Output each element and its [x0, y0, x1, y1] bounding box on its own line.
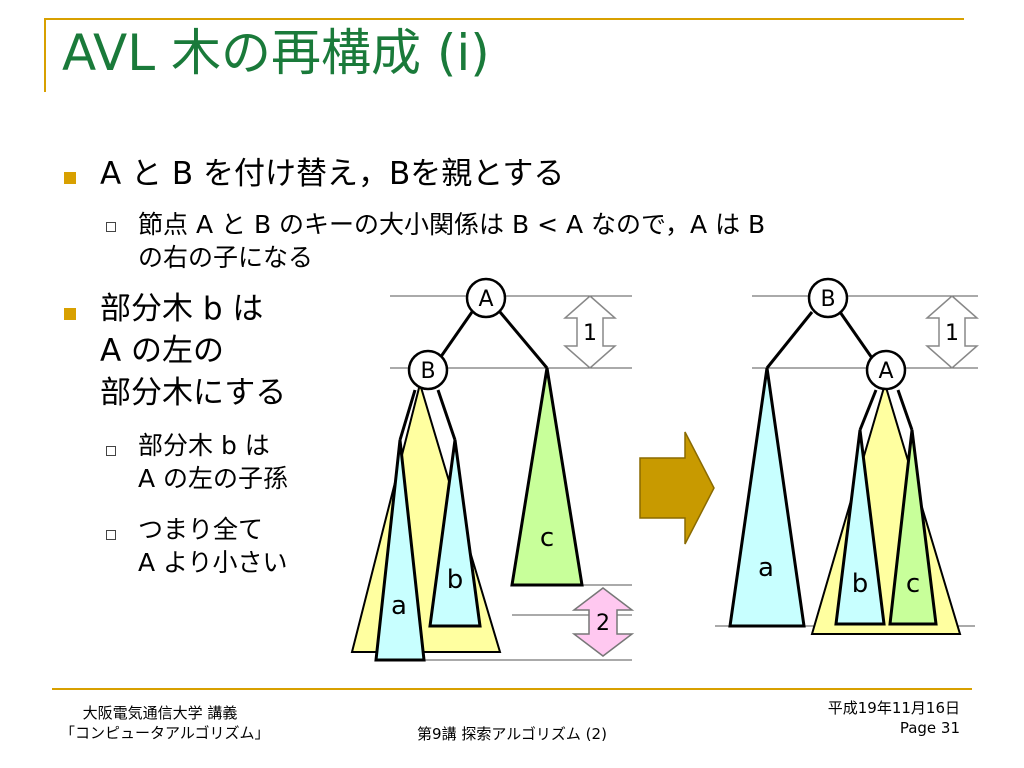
after-edge-B-a: [765, 311, 814, 369]
after-subtree-c-triangle: [888, 429, 938, 626]
after-subtree-c-label: c: [906, 569, 920, 599]
sub-bullet-3-line1: つまり全て: [138, 515, 264, 544]
sub-bullet-1-line2: の右の子になる: [138, 243, 314, 272]
height-diff-1-label: 1: [583, 321, 597, 346]
sub-bullet-marker: [106, 222, 116, 232]
node-A: [465, 277, 507, 319]
after-height-diff-1-label: 1: [945, 321, 959, 346]
after-node-A: [865, 349, 907, 391]
footer-right: 平成19年11月16日 Page 31: [800, 698, 960, 739]
footer-center: 第9講 探索アルゴリズム (2): [417, 725, 607, 743]
after-node-B: [807, 277, 849, 319]
height-diff-2-label: 2: [596, 611, 610, 636]
after-node-B-label: B: [820, 287, 835, 312]
after-edge-A-b: [858, 389, 878, 431]
footer-date: 平成19年11月16日: [827, 699, 960, 717]
footer-left: 大阪電気通信大学 講義 「コンピュータアルゴリズム」: [60, 703, 270, 744]
slide-title: AVL 木の再構成 (i): [62, 24, 490, 82]
after-subtree-b-label: b: [852, 569, 869, 599]
height-arrow-2: [571, 587, 635, 657]
bullet-marker: [64, 308, 76, 320]
bullet-1: A と B を付け替え，Bを親とする: [100, 156, 565, 192]
after-subtree-b-triangle: [834, 429, 886, 626]
sub-bullet-2-line2: A の左の子孫: [138, 464, 289, 493]
sub-bullet-1-line1: 節点 A と B のキーの大小関係は B < A なので，A は B: [138, 210, 766, 239]
transform-arrow: [639, 431, 715, 545]
subtree-c-label: c: [540, 523, 554, 553]
subtree-b-label: b: [447, 565, 464, 595]
subtree-a-triangle: [374, 439, 426, 662]
subtree-b-outer-yellow: [350, 380, 502, 653]
bullet-2-line2: A の左の: [100, 333, 225, 369]
after-subtree-a-triangle: [728, 367, 806, 628]
height-arrow-1: [563, 295, 617, 369]
bullet-marker: [64, 172, 76, 184]
after-edge-A-c: [896, 389, 914, 431]
sub-bullet-2-line1: 部分木 b は: [138, 431, 270, 460]
after-subtree-outer-yellow: [810, 380, 962, 635]
sub-bullet-marker: [106, 530, 116, 540]
sub-bullet-marker: [106, 446, 116, 456]
footer-course: 大阪電気通信大学 講義: [82, 704, 238, 722]
node-B-label: B: [420, 359, 435, 384]
edge-B-a: [398, 389, 417, 441]
after-node-A-label: A: [878, 359, 893, 384]
node-A-label: A: [478, 287, 493, 312]
footer-divider: [52, 688, 972, 690]
subtree-b-triangle: [428, 439, 482, 628]
after-edge-B-A: [838, 311, 874, 359]
after-subtree-a-label: a: [758, 553, 774, 583]
footer-page-number: Page 31: [899, 719, 960, 738]
subtree-c-triangle: [510, 367, 584, 587]
node-B: [407, 349, 449, 391]
sub-bullet-3-line2: A より小さい: [138, 548, 288, 577]
subtree-a-label: a: [391, 591, 407, 621]
title-frame-top: [44, 18, 964, 20]
edge-A-c: [498, 311, 549, 369]
after-height-arrow-1: [925, 295, 979, 369]
footer-course-title: 「コンピュータアルゴリズム」: [60, 724, 270, 743]
edge-A-B: [438, 311, 474, 359]
bullet-2-line3: 部分木にする: [100, 375, 287, 411]
bullet-2-line1: 部分木 b は: [100, 291, 264, 327]
title-frame-left: [44, 18, 46, 92]
edge-B-b: [436, 389, 457, 441]
